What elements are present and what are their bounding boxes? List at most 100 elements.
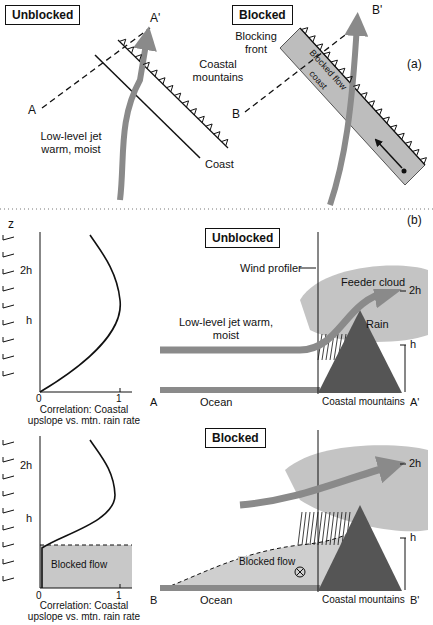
panel-tag: Blocked	[232, 5, 293, 25]
mountain-mark	[390, 125, 396, 131]
mountain-mark	[159, 78, 165, 84]
stroke	[318, 512, 322, 545]
text-label: 2h	[20, 459, 32, 472]
stroke	[3, 476, 14, 479]
mountain-mark	[119, 39, 125, 45]
tick	[120, 584, 121, 588]
mountain-mark	[301, 28, 307, 34]
text-label: Low-level jet warm, moist	[28, 130, 114, 155]
mountain	[318, 505, 402, 591]
stroke	[3, 235, 4, 240]
text-label: Wind profiler	[240, 262, 302, 275]
ocean	[160, 387, 320, 393]
text-label: h	[410, 531, 416, 544]
axis	[40, 588, 132, 589]
stroke	[3, 322, 14, 325]
text-label: h	[410, 338, 416, 351]
axis	[40, 232, 41, 392]
jet-arrow	[120, 38, 147, 200]
text-label: Coast	[205, 158, 234, 171]
stroke	[3, 508, 4, 513]
mountain-mark	[174, 93, 180, 99]
stroke	[3, 459, 14, 462]
text-label: Blocked flow	[238, 556, 296, 568]
text-label: 1	[116, 590, 122, 602]
text-label: B'	[372, 4, 382, 18]
text-label: (b)	[407, 214, 422, 228]
stroke	[3, 303, 4, 308]
mountain-line	[300, 28, 425, 165]
stroke	[3, 542, 4, 547]
stroke	[3, 544, 14, 547]
mountain-mark	[167, 85, 173, 91]
text-label: Feeder cloud	[340, 276, 406, 289]
text-label: h	[26, 512, 32, 525]
stroke	[3, 510, 14, 513]
stroke	[3, 252, 4, 257]
mountain-mark	[375, 109, 381, 115]
text-label: Low-level jet warm, moist	[178, 316, 274, 341]
panel-tag: Blocked	[205, 428, 266, 448]
mountain-mark	[361, 93, 367, 99]
stroke	[330, 512, 334, 545]
into-page-symbol	[297, 569, 304, 576]
stroke	[3, 493, 14, 496]
text-label: B'	[410, 594, 419, 607]
stroke	[3, 271, 14, 274]
text-label: A	[28, 104, 36, 118]
mountain-mark	[405, 141, 411, 147]
mountain-mark	[206, 124, 212, 130]
text-label: Ocean	[200, 396, 232, 409]
text-label: 0	[36, 590, 42, 602]
stroke	[3, 237, 14, 240]
stroke	[3, 525, 4, 530]
text-label: z	[8, 218, 14, 232]
mountain-mark	[135, 55, 141, 61]
stroke	[3, 561, 14, 564]
mountain-mark	[420, 158, 426, 164]
text-label: Rain	[366, 318, 389, 331]
text-label: B	[150, 594, 157, 607]
text-label: Coastal mountains	[322, 594, 405, 606]
text-label: h	[26, 314, 32, 327]
stroke	[302, 512, 306, 545]
text-label: 2h	[409, 284, 421, 297]
jet-arrow	[160, 292, 388, 350]
mountain-mark	[331, 60, 337, 66]
profiler-line	[318, 232, 319, 394]
stroke	[314, 512, 318, 545]
tag-text: Unblocked	[212, 231, 273, 245]
text-label: A'	[150, 12, 160, 26]
bracket	[405, 538, 406, 590]
text-label: A	[150, 396, 157, 409]
stroke	[3, 440, 4, 445]
stroke	[298, 512, 302, 545]
tag-text: Unblocked	[12, 8, 73, 22]
mountain-mark	[309, 36, 315, 42]
mountain-mark	[398, 133, 404, 139]
profiler-line	[318, 430, 319, 592]
text-label: 2h	[409, 457, 421, 470]
tick	[120, 388, 121, 392]
stroke	[3, 491, 4, 496]
text-label: A'	[410, 396, 419, 409]
stroke	[3, 527, 14, 530]
mountain-mark	[143, 62, 149, 68]
stroke	[3, 269, 4, 274]
panel-tag: Unblocked	[5, 5, 80, 25]
stroke	[3, 354, 4, 359]
mountain-mark	[324, 52, 330, 58]
stroke	[3, 339, 14, 342]
separator	[0, 209, 433, 210]
stroke	[326, 512, 330, 545]
text-label: Coastal mountains	[322, 396, 405, 408]
leader	[300, 268, 316, 269]
stroke	[3, 373, 14, 376]
axis	[40, 436, 41, 588]
stroke	[3, 305, 14, 308]
mountain-mark	[383, 117, 389, 123]
mountain-hatch	[119, 28, 426, 164]
stroke	[3, 286, 4, 291]
